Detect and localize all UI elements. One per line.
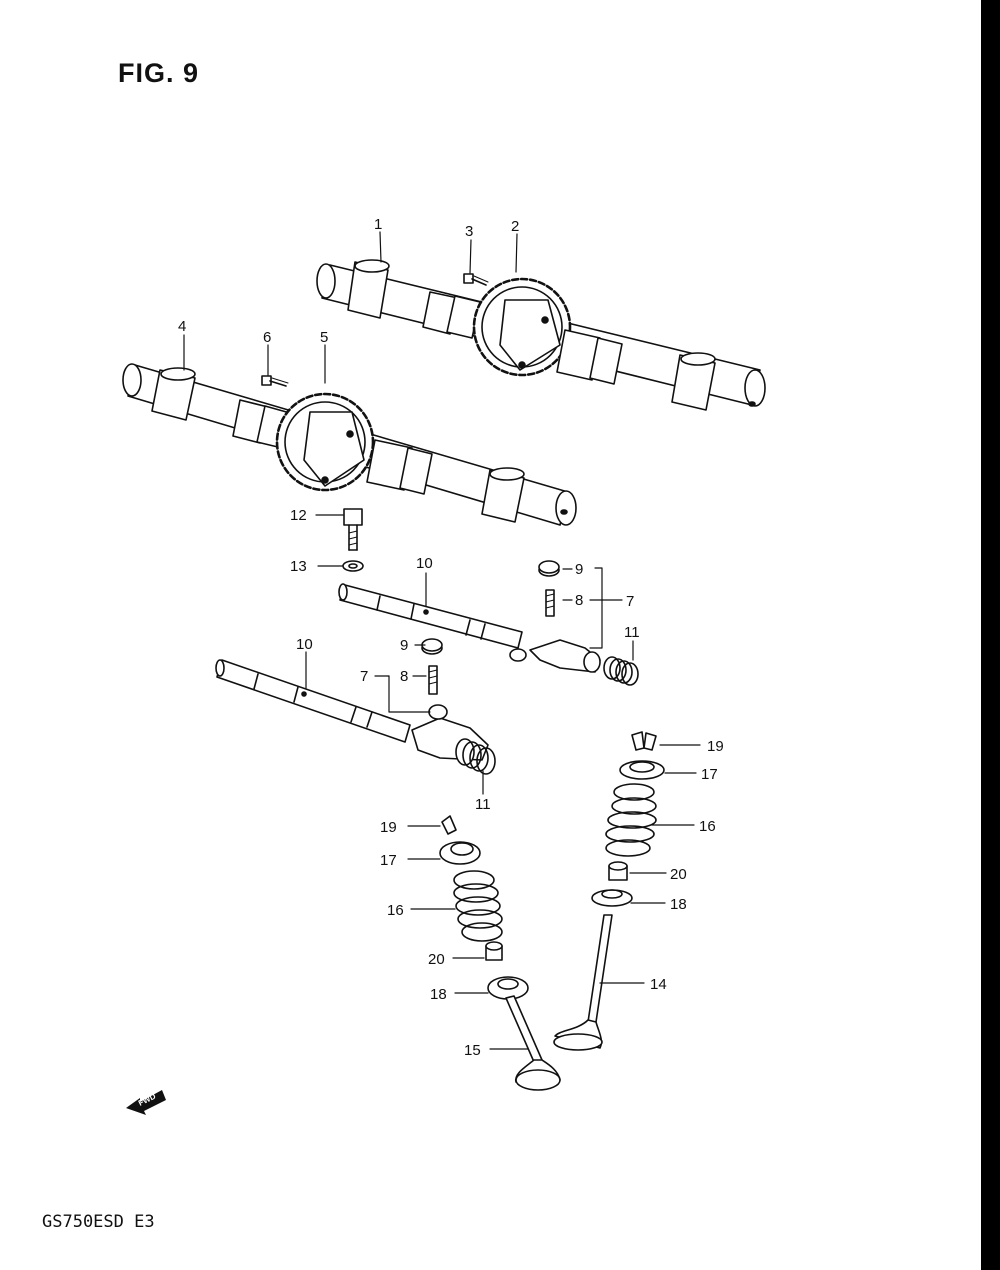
model-code: GS750ESD E3: [42, 1212, 155, 1232]
valve-cotter: [441, 815, 457, 835]
valve-spring: [605, 783, 657, 857]
adjusting-screw: [545, 589, 555, 617]
sprocket-bolt: [261, 375, 289, 387]
callout-10-lower: 10: [296, 636, 313, 653]
callout-17-left: 17: [380, 852, 397, 869]
valve-spring-seat: [591, 889, 633, 907]
callout-12: 12: [290, 507, 307, 524]
callout-9-lower: 9: [400, 637, 408, 654]
valve-stem-seal: [608, 861, 628, 881]
callout-10-upper: 10: [416, 555, 433, 572]
callout-8-lower: 8: [400, 668, 408, 685]
rocker-arm-shaft: [338, 583, 523, 649]
callout-15: 15: [464, 1042, 481, 1059]
forward-direction-arrow: FWD: [126, 1090, 166, 1115]
valve-stem-seal: [485, 941, 503, 961]
callout-20-right: 20: [670, 866, 687, 883]
valve-spring-retainer: [619, 760, 665, 780]
rocker-arm-spring: [455, 738, 496, 775]
sprocket-bolt: [463, 273, 489, 286]
valve-spring-seat: [487, 976, 529, 1000]
callout-19-right: 19: [707, 738, 724, 755]
camshaft-intake: [122, 363, 577, 526]
exhaust-valve: [553, 914, 613, 1051]
callout-6: 6: [263, 329, 271, 346]
callout-17-right: 17: [701, 766, 718, 783]
rocker-arm: [509, 639, 601, 673]
valve-spring: [453, 870, 503, 942]
callout-9-upper: 9: [575, 561, 583, 578]
callout-19-left: 19: [380, 819, 397, 836]
rocker-arm-shaft: [215, 659, 411, 743]
callout-16-left: 16: [387, 902, 404, 919]
callout-1: 1: [374, 216, 382, 233]
callout-4: 4: [178, 318, 186, 335]
callout-7-upper: 7: [626, 593, 634, 610]
rocker-shaft-bolt: [343, 508, 363, 551]
lock-nut: [538, 560, 560, 577]
callout-leaders: [183, 231, 701, 1050]
callout-16-right: 16: [699, 818, 716, 835]
scan-edge-bar: [981, 0, 1000, 1270]
lock-nut: [421, 638, 443, 655]
callout-labels: 1 2 3 4 5 6 7 7 8 8 9 9 10 10 11 11 12 1…: [178, 216, 724, 1059]
callout-11-upper: 11: [624, 624, 640, 641]
rocker-arm: [411, 704, 489, 761]
callout-18-right: 18: [670, 896, 687, 913]
adjusting-screw: [428, 665, 438, 695]
callout-18-left: 18: [430, 986, 447, 1003]
intake-valve: [505, 995, 561, 1091]
callout-7-lower: 7: [360, 668, 368, 685]
callout-3: 3: [465, 223, 473, 240]
callout-14: 14: [650, 976, 667, 993]
callout-5: 5: [320, 329, 328, 346]
callout-8-upper: 8: [575, 592, 583, 609]
callout-20-left: 20: [428, 951, 445, 968]
washer: [342, 560, 364, 572]
valve-cotter: [631, 731, 657, 751]
callout-13: 13: [290, 558, 307, 575]
figure-title: FIG. 9: [118, 58, 200, 88]
camshaft-exhaust: [316, 259, 766, 411]
rocker-arm-spring: [603, 656, 639, 686]
callout-2: 2: [511, 218, 519, 235]
callout-11-lower: 11: [475, 796, 491, 813]
valve-spring-retainer: [439, 841, 481, 865]
